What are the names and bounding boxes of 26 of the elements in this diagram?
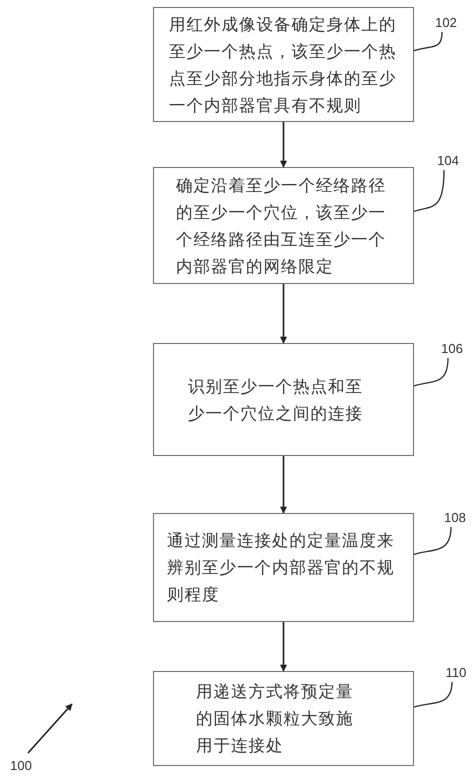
reference-number: 104 xyxy=(432,152,464,169)
step-text: 识别至少一个热点和至少一个穴位之间的连接 xyxy=(188,376,364,424)
leader-line xyxy=(414,170,445,212)
step-text: 通过测量连接处的定量温度来辨别至少一个内部器官的不规则程度 xyxy=(167,530,396,606)
reference-number: 100 xyxy=(6,757,36,774)
arrow xyxy=(27,703,73,754)
process-box xyxy=(153,7,414,122)
process-box xyxy=(153,167,414,284)
step-text: 用红外成像设备确定身体上的至少一个热点，该至少一个热点至少部分地指示身体的至少一个内部器官具有不规则 xyxy=(169,14,398,116)
reference-number: 108 xyxy=(439,509,471,526)
process-box xyxy=(153,671,414,766)
leader-line xyxy=(414,682,453,708)
leader-line xyxy=(414,358,449,387)
reference-number: 110 xyxy=(440,664,472,681)
process-box xyxy=(153,343,414,456)
leader-line xyxy=(414,32,443,52)
step-text: 用递送方式将预定量的固体水颗粒大致施用于连接处 xyxy=(196,681,354,757)
step-text: 确定沿着至少一个经络路径的至少一个穴位，该至少一个经络路径由互连至少一个内部器官的网络限定 xyxy=(176,174,387,278)
reference-number: 106 xyxy=(436,340,468,357)
reference-number: 102 xyxy=(430,14,462,31)
arrow xyxy=(280,122,287,168)
arrow xyxy=(280,622,287,672)
leader-line xyxy=(414,526,452,555)
process-box xyxy=(153,513,414,622)
arrow xyxy=(280,456,287,514)
arrow xyxy=(280,284,287,344)
